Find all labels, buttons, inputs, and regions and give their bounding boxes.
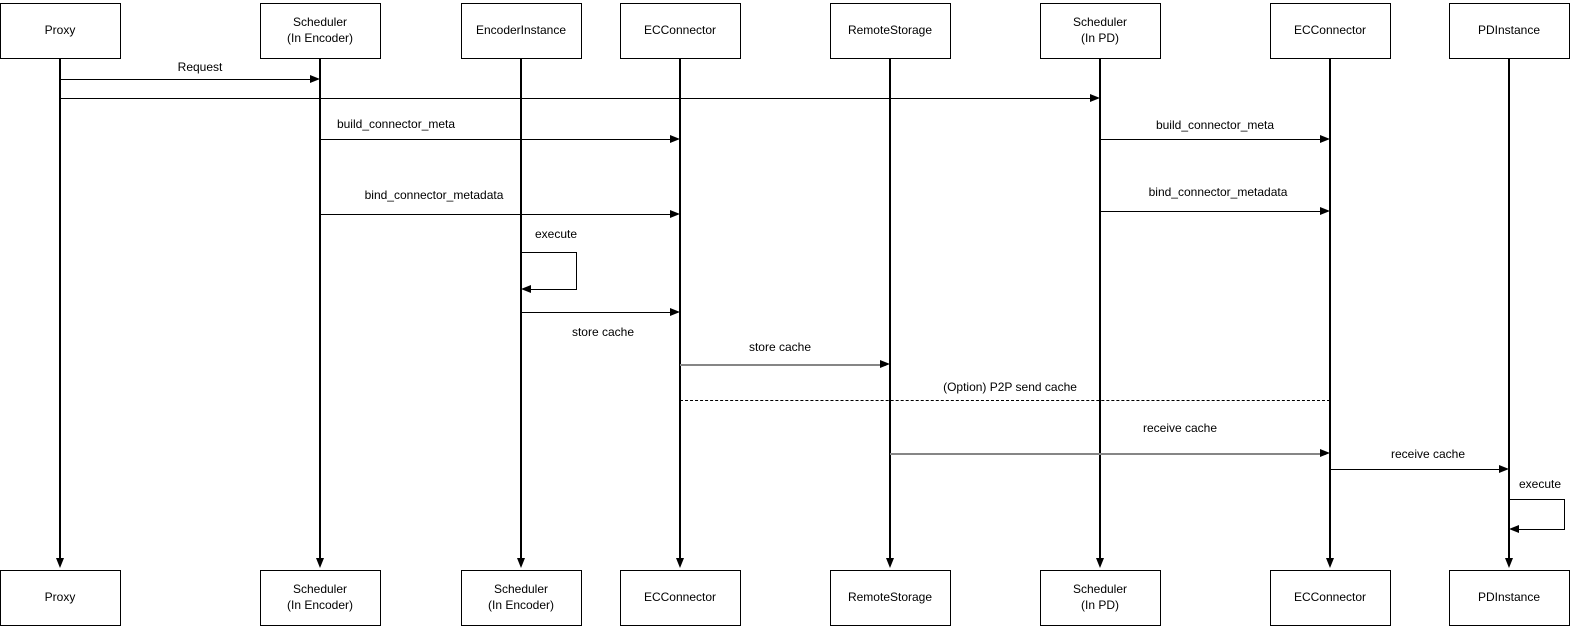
- self-message-arrowhead-execute-pd: [1509, 525, 1519, 533]
- self-message-label-execute-pd: execute: [1519, 477, 1562, 491]
- message-arrowhead-store-cache-ecconnector-to-storage: [880, 360, 890, 368]
- message-line-receive-cache-storage-to-ecconnector: [890, 453, 1326, 455]
- message-line-store-cache-encoder-to-ecconnector: [521, 312, 676, 313]
- lifeline-scheduler-encoder: [319, 59, 321, 558]
- message-label-request: Request: [177, 60, 223, 74]
- message-line-store-cache-ecconnector-to-storage: [680, 364, 886, 366]
- message-line-build-connector-meta-pd: [1100, 139, 1326, 140]
- message-line-receive-cache-ecconnector-to-pd: [1330, 469, 1505, 470]
- self-message-label-execute-encoder: execute: [535, 227, 578, 241]
- actor-bottom-box-ec-connector-1: ECConnector: [619, 570, 741, 626]
- lifeline-remote-storage: [889, 59, 891, 558]
- actor-top-box-proxy: Proxy: [0, 3, 121, 59]
- self-message-right-execute-encoder: [576, 253, 578, 290]
- message-label-p2p-send-cache: (Option) P2P send cache: [943, 380, 1077, 394]
- actor-bottom-box-remote-storage: RemoteStorage: [829, 570, 951, 626]
- message-arrowhead-build-connector-meta-encoder: [670, 135, 680, 143]
- message-label-bind-connector-metadata-encoder: bind_connector_metadata: [364, 188, 504, 202]
- message-label-build-connector-meta-encoder: build_connector_meta: [336, 117, 456, 131]
- self-message-top-execute-encoder: [521, 252, 577, 253]
- lifeline-arrowhead-scheduler-pd: [1095, 558, 1104, 568]
- actor-top-box-pd-instance: PDInstance: [1448, 3, 1570, 59]
- self-message-bottom-execute-encoder: [525, 289, 577, 290]
- message-arrowhead-request: [310, 75, 320, 83]
- lifeline-arrowhead-scheduler-encoder: [315, 558, 324, 568]
- self-message-right-execute-pd: [1564, 500, 1566, 530]
- actor-bottom-box-scheduler-pd: Scheduler (In PD): [1039, 570, 1161, 626]
- self-message-bottom-execute-pd: [1513, 529, 1565, 530]
- actor-top-box-ec-connector-1: ECConnector: [619, 3, 741, 59]
- actor-top-box-remote-storage: RemoteStorage: [829, 3, 951, 59]
- actor-top-box-ec-connector-2: ECConnector: [1269, 3, 1391, 59]
- lifeline-arrowhead-ec-connector-2: [1325, 558, 1334, 568]
- message-label-store-cache-encoder-to-ecconnector: store cache: [571, 325, 635, 339]
- actor-bottom-box-scheduler-encoder: Scheduler (In Encoder): [259, 570, 381, 626]
- actor-bottom-box-proxy: Proxy: [0, 570, 121, 626]
- lifeline-ec-connector-2: [1329, 59, 1331, 558]
- message-line-bind-connector-metadata-pd: [1100, 211, 1326, 212]
- actor-bottom-box-encoder-instance: Scheduler (In Encoder): [460, 570, 582, 626]
- message-line-build-connector-meta-encoder: [320, 139, 676, 140]
- message-arrowhead-bind-connector-metadata-encoder: [670, 210, 680, 218]
- message-line-p2p-send-cache: [680, 400, 1330, 401]
- message-line-bind-connector-metadata-encoder: [320, 214, 676, 215]
- message-line-request: [60, 79, 316, 80]
- message-line-proxy-to-scheduler-pd: [60, 98, 1096, 99]
- message-label-receive-cache-storage-to-ecconnector: receive cache: [1142, 421, 1218, 435]
- lifeline-arrowhead-pd-instance: [1504, 558, 1513, 568]
- lifeline-encoder-instance: [520, 59, 522, 558]
- actor-bottom-box-ec-connector-2: ECConnector: [1269, 570, 1391, 626]
- self-message-arrowhead-execute-encoder: [521, 285, 531, 293]
- message-arrowhead-proxy-to-scheduler-pd: [1090, 94, 1100, 102]
- actor-bottom-box-pd-instance: PDInstance: [1448, 570, 1570, 626]
- message-arrowhead-store-cache-encoder-to-ecconnector: [670, 308, 680, 316]
- actor-top-box-scheduler-pd: Scheduler (In PD): [1039, 3, 1161, 59]
- lifeline-arrowhead-proxy: [55, 558, 64, 568]
- actor-top-box-scheduler-encoder: Scheduler (In Encoder): [259, 3, 381, 59]
- lifeline-arrowhead-encoder-instance: [516, 558, 525, 568]
- message-label-bind-connector-metadata-pd: bind_connector_metadata: [1148, 185, 1288, 199]
- lifeline-arrowhead-ec-connector-1: [675, 558, 684, 568]
- message-arrowhead-bind-connector-metadata-pd: [1320, 207, 1330, 215]
- lifeline-pd-instance: [1508, 59, 1510, 558]
- lifeline-proxy: [59, 59, 61, 558]
- message-arrowhead-receive-cache-storage-to-ecconnector: [1320, 449, 1330, 457]
- message-label-store-cache-ecconnector-to-storage: store cache: [748, 340, 812, 354]
- actor-top-box-encoder-instance: EncoderInstance: [460, 3, 582, 59]
- self-message-top-execute-pd: [1509, 499, 1565, 500]
- lifeline-scheduler-pd: [1099, 59, 1101, 558]
- message-label-receive-cache-ecconnector-to-pd: receive cache: [1390, 447, 1466, 461]
- message-label-build-connector-meta-pd: build_connector_meta: [1155, 118, 1275, 132]
- message-arrowhead-receive-cache-ecconnector-to-pd: [1499, 465, 1509, 473]
- lifeline-arrowhead-remote-storage: [885, 558, 894, 568]
- message-arrowhead-build-connector-meta-pd: [1320, 135, 1330, 143]
